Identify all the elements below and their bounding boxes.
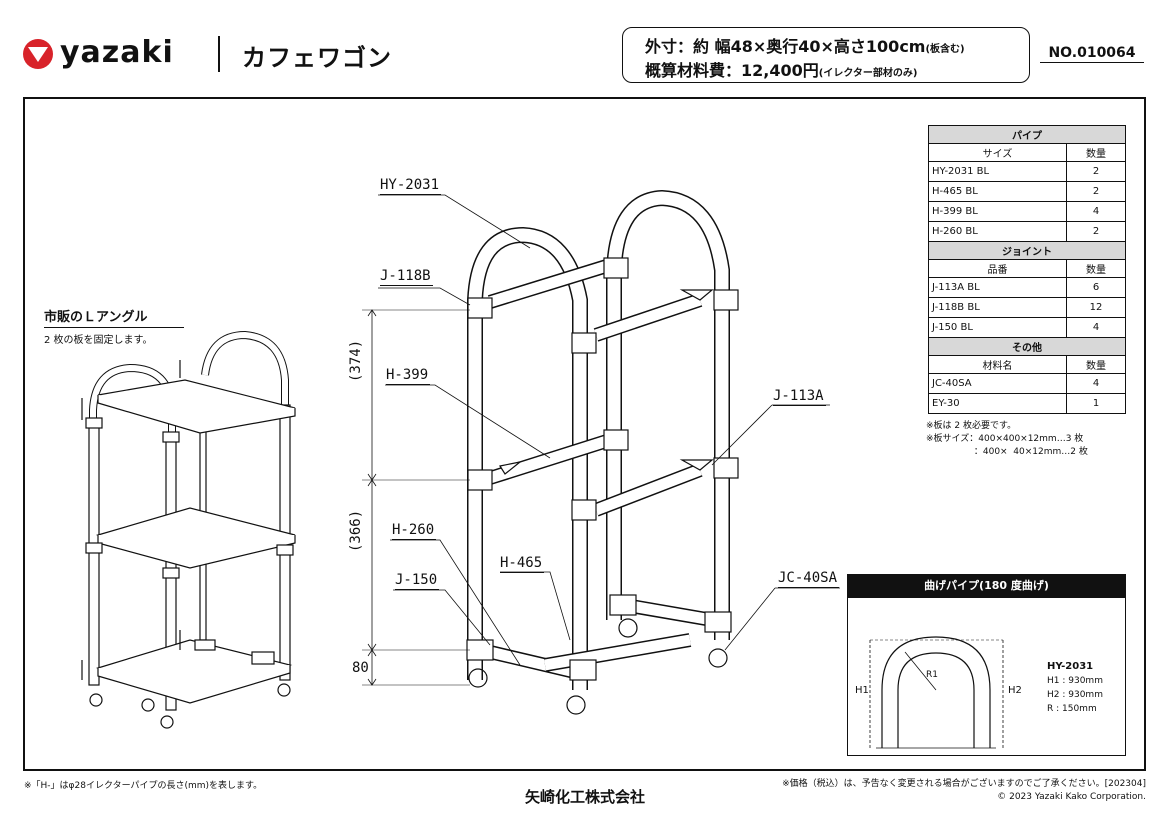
pipe-section-title: パイプ <box>928 125 1126 144</box>
label-hy2031: HY-2031 <box>380 177 442 195</box>
yazaki-logo: yazaki <box>22 34 192 74</box>
spec-box: 外寸：約 幅48×奥行40×高さ100cm(板含む) 概算材料費：12,400円… <box>622 27 1030 83</box>
pipe-col-size: サイズ <box>928 143 1067 162</box>
bend-spec: HY-2031 H1 : 930mm H2 : 930mm R : 150mm <box>1047 660 1103 716</box>
label-j118b: J-118B <box>380 268 433 286</box>
joint-name: J-150 BL <box>928 317 1067 338</box>
label-j150: J-150 <box>395 572 440 590</box>
board-notes: ※板は 2 枚必要です。 ※板サイズ：400×400×12mm…3 枚 ：400… <box>926 420 1088 459</box>
dimension-374: (374) <box>348 339 364 382</box>
joint-col-qty: 数量 <box>1066 259 1126 278</box>
other-qty: 4 <box>1066 373 1126 394</box>
spec-cost: 概算材料費：12,400円(イレクター部材のみ) <box>645 57 918 81</box>
other-section-title: その他 <box>928 337 1126 356</box>
document-number: NO.010064 <box>1040 45 1144 63</box>
label-h260: H-260 <box>392 522 437 540</box>
pipe-col-qty: 数量 <box>1066 143 1126 162</box>
joint-name: J-113A BL <box>928 277 1067 298</box>
note-line: ※板は 2 枚必要です。 <box>926 421 1017 431</box>
other-name: EY-30 <box>928 393 1067 414</box>
angle-annotation-title: 市販のＬアングル <box>44 310 148 325</box>
drawing-frame <box>23 97 1146 771</box>
label-h399: H-399 <box>386 367 431 385</box>
footer-right: ※価格（税込）は、予告なく変更される場合がございますのでご了承ください。[202… <box>782 778 1146 804</box>
joint-section-title: ジョイント <box>928 241 1126 260</box>
pipe-qty: 2 <box>1066 161 1126 182</box>
spec-dimensions-note: (板含む) <box>925 44 965 55</box>
bend-pipe-detail-drawing <box>869 636 1004 749</box>
spec-dimensions: 外寸：約 幅48×奥行40×高さ100cm(板含む) <box>645 33 965 57</box>
joint-name: J-118B BL <box>928 297 1067 318</box>
wagon-perspective-illustration <box>81 330 296 729</box>
spec-cost-text: 概算材料費：12,400円 <box>645 61 819 80</box>
other-col-name: 材料名 <box>928 355 1067 374</box>
bend-detail-title: 曲げパイプ(180 度曲げ) <box>847 574 1126 598</box>
pipe-name: H-465 BL <box>928 181 1067 202</box>
bend-spec-name: HY-2031 <box>1047 661 1094 672</box>
other-qty: 1 <box>1066 393 1126 414</box>
label-h465: H-465 <box>500 555 545 573</box>
spec-cost-note: (イレクター部材のみ) <box>818 68 918 79</box>
joint-col-part: 品番 <box>928 259 1067 278</box>
spec-dimensions-text: 外寸：約 幅48×奥行40×高さ100cm <box>645 37 926 56</box>
dimension-366: (366) <box>348 509 364 552</box>
joint-qty: 4 <box>1066 317 1126 338</box>
header-separator <box>218 36 220 72</box>
price-note: ※価格（税込）は、予告なく変更される場合がございますのでご了承ください。[202… <box>782 779 1146 789</box>
bend-spec-h2: H2 : 930mm <box>1047 690 1103 700</box>
label-j113a: J-113A <box>773 388 826 406</box>
other-name: JC-40SA <box>928 373 1067 394</box>
angle-annotation-rule <box>44 327 184 328</box>
pipe-name: H-399 BL <box>928 201 1067 222</box>
bend-spec-h1: H1 : 930mm <box>1047 676 1103 686</box>
bend-label-h1: H1 <box>855 685 869 696</box>
pipe-qty: 2 <box>1066 221 1126 242</box>
bend-label-r: R1 <box>926 670 938 680</box>
pipe-name: HY-2031 BL <box>928 161 1067 182</box>
angle-annotation-desc: 2 枚の板を固定します。 <box>44 335 153 346</box>
page-title: カフェワゴン <box>242 44 392 72</box>
pipe-qty: 4 <box>1066 201 1126 222</box>
pipe-name: H-260 BL <box>928 221 1067 242</box>
brand-name: yazaki <box>60 35 174 70</box>
note-line: ※板サイズ：400×400×12mm…3 枚 <box>926 434 1084 444</box>
company-name: 矢崎化工株式会社 <box>524 788 645 806</box>
label-jc40sa: JC-40SA <box>778 570 840 588</box>
yazaki-logo-mark <box>23 39 53 69</box>
copyright: © 2023 Yazaki Kako Corporation. <box>997 792 1146 802</box>
exploded-frame-diagram <box>362 189 840 715</box>
pipe-qty: 2 <box>1066 181 1126 202</box>
note-line: ：400× 40×12mm…2 枚 <box>926 447 1088 457</box>
dimension-80: 80 <box>352 660 369 676</box>
footer-note: ※「H-」はφ28イレクターパイプの長さ(mm)を表します。 <box>24 781 263 791</box>
other-col-qty: 数量 <box>1066 355 1126 374</box>
bend-label-h2: H2 <box>1008 685 1022 696</box>
bend-spec-r: R : 150mm <box>1047 704 1097 714</box>
joint-qty: 6 <box>1066 277 1126 298</box>
joint-qty: 12 <box>1066 297 1126 318</box>
